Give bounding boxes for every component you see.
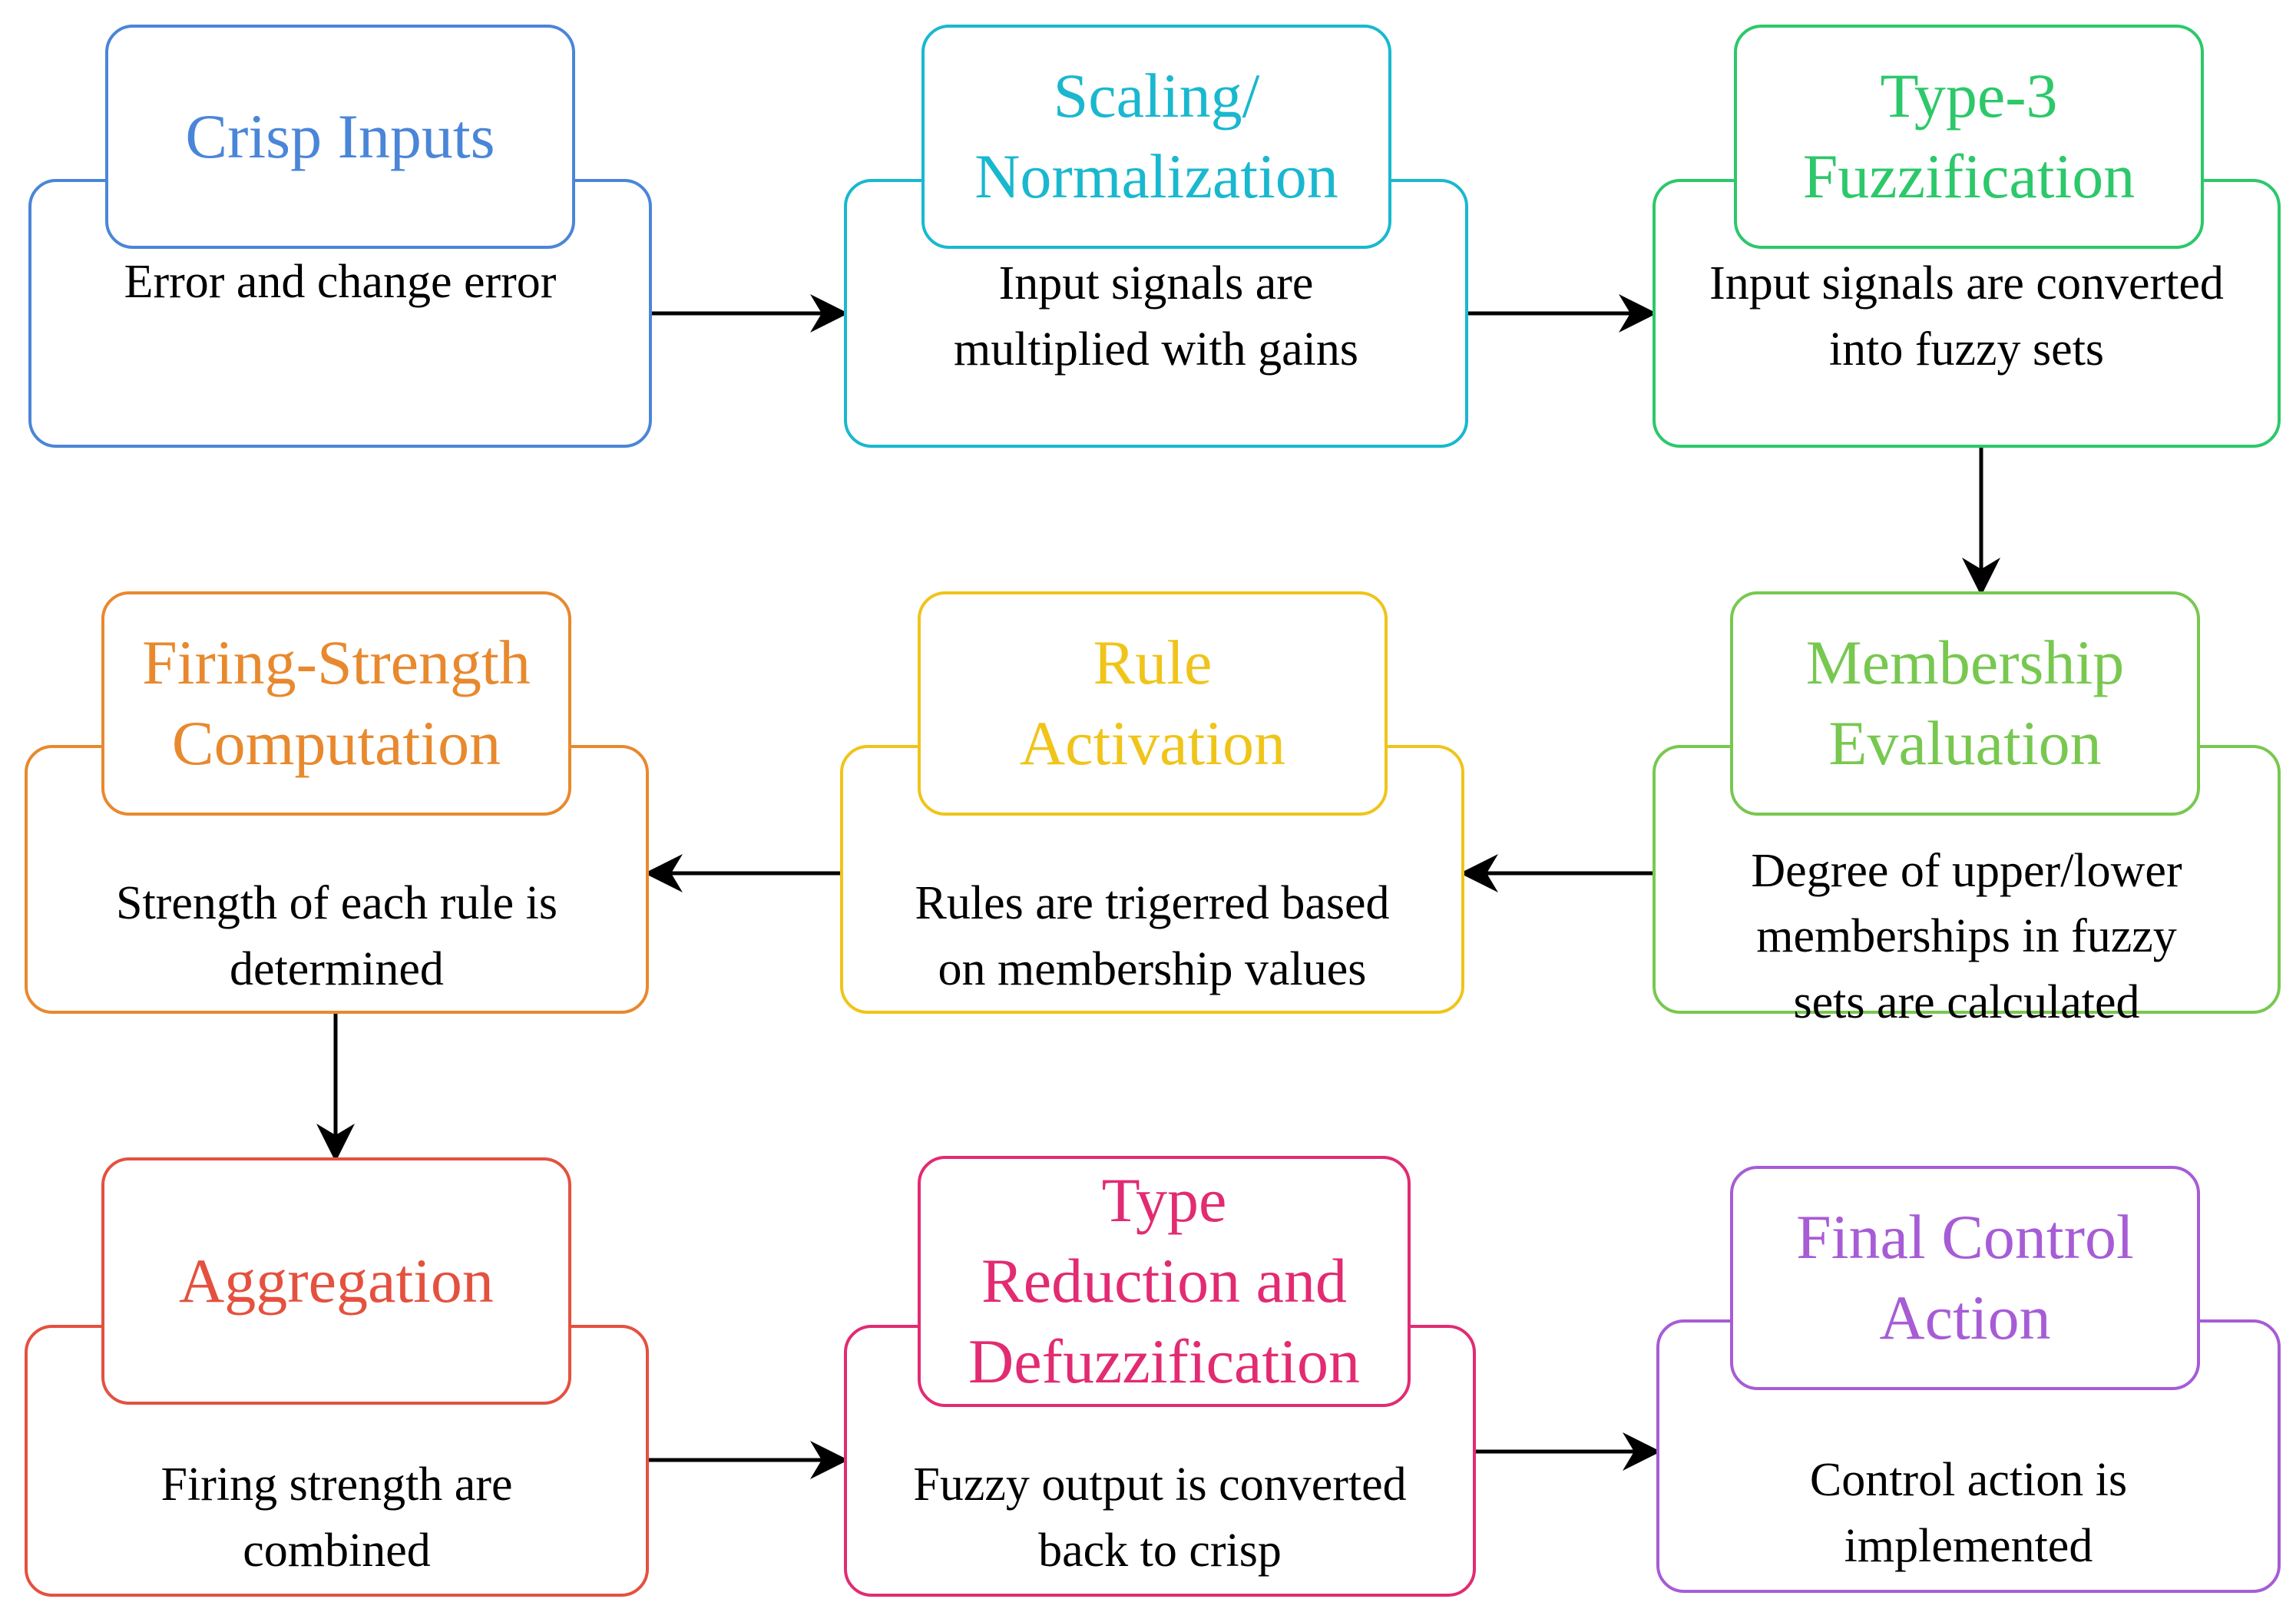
firing-strength-title: Firing-Strength Computation [142,627,531,778]
fuzzification-title: Type-3 Fuzzification [1802,61,2136,211]
firing-strength-title-box: Firing-Strength Computation [101,591,571,816]
crisp-inputs-description: Error and change error [124,256,557,309]
scaling-title-box: Scaling/ Normalization [921,25,1391,249]
final-control-title-box: Final Control Action [1730,1166,2200,1390]
rule-activation-title: Rule Activation [1019,627,1286,778]
aggregation-title: Aggregation [179,1245,494,1316]
rule-activation-title-box: Rule Activation [918,591,1388,816]
membership-title-box: Membership Evaluation [1730,591,2200,816]
firing-strength-description: Strength of each rule is determined [115,877,558,995]
membership-description: Degree of upper/lower memberships in fuz… [1751,844,2182,1028]
scaling-description: Input signals are multiplied with gains [954,257,1358,376]
fuzzification-description: Input signals are converted into fuzzy s… [1709,257,2224,376]
crisp-inputs-title-box: Crisp Inputs [105,25,575,249]
aggregation-description: Firing strength are combined [160,1458,513,1577]
scaling-title: Scaling/ Normalization [974,61,1338,211]
type-reduction-description: Fuzzy output is converted back to crisp [913,1458,1407,1577]
final-control-description: Control action is implemented [1809,1454,2128,1572]
crisp-inputs-title: Crisp Inputs [185,101,495,171]
aggregation-title-box: Aggregation [101,1157,571,1405]
membership-title: Membership Evaluation [1805,627,2125,778]
type-reduction-title-box: Type Reduction and Defuzzification [918,1156,1411,1407]
type-reduction-title: Type Reduction and Defuzzification [968,1165,1360,1396]
final-control-title: Final Control Action [1796,1202,2134,1352]
rule-activation-description: Rules are trigerred based on membership … [915,877,1390,995]
fuzzification-title-box: Type-3 Fuzzification [1734,25,2204,249]
